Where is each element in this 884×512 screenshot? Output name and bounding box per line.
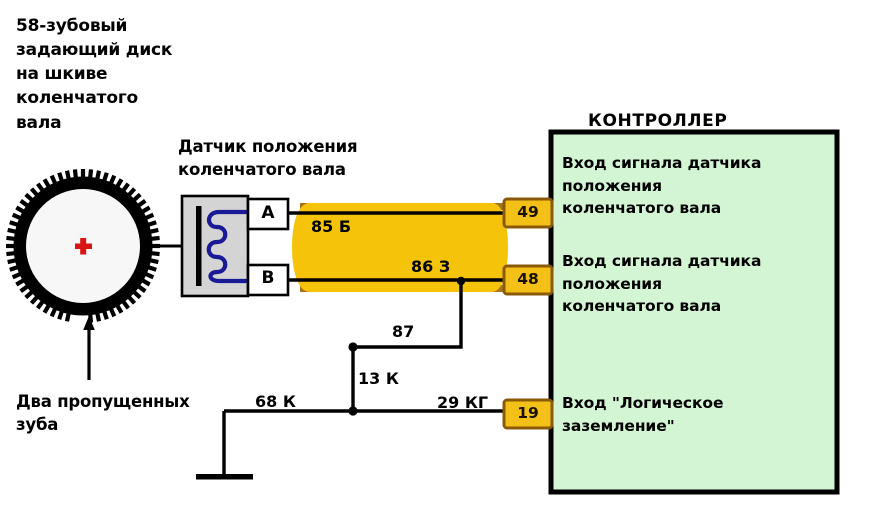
wire-label-29: 29 КГ <box>437 393 489 412</box>
pin-badges <box>502 197 554 430</box>
wiring-harness-sleeve <box>292 203 508 292</box>
pin-number-19[interactable]: 19 <box>517 404 539 422</box>
pin-number-48[interactable]: 48 <box>517 270 539 288</box>
junction-86-87 <box>456 276 466 286</box>
wire-87-path <box>353 281 463 349</box>
toothed-disc-caption: 58-зубовый задающий диск на шкиве коленч… <box>16 16 173 133</box>
chassis-ground-icon <box>196 474 253 480</box>
pin-badge-19[interactable] <box>502 398 554 430</box>
controller-title: КОНТРОЛЛЕР <box>588 111 728 131</box>
wire-label-85: 85 Б <box>311 217 352 236</box>
sensor-coil <box>206 209 249 284</box>
wire-label-68: 68 К <box>255 392 296 411</box>
crankshaft-position-sensor <box>180 194 290 298</box>
controller-box <box>548 129 840 495</box>
wire-label-87: 87 <box>392 322 415 341</box>
sensor-caption: Датчик положения коленчатого вала <box>178 137 358 179</box>
junction-87-13 <box>348 342 358 352</box>
sensor-core <box>196 206 202 286</box>
pin-badge-48[interactable] <box>502 264 554 296</box>
junction-13-68-29 <box>348 406 358 416</box>
wire-network <box>222 211 504 476</box>
harness-tube <box>292 203 508 292</box>
wire-label-13: 13 К <box>358 369 399 388</box>
wire-label-86: 86 З <box>411 257 451 276</box>
missing-teeth-caption: Два пропущенных зуба <box>16 392 190 435</box>
wire-junctions <box>348 276 466 416</box>
terminal-a-box <box>246 197 290 231</box>
pin-badge-49[interactable] <box>502 197 554 229</box>
missing-teeth-arrow <box>83 316 95 380</box>
pin-number-49[interactable]: 49 <box>517 203 539 221</box>
controller-pin-19-description: Вход "Логическое заземление" <box>562 394 724 435</box>
controller-pin-49-description: Вход сигнала датчика положения коленчато… <box>562 154 762 218</box>
controller-pin-48-description: Вход сигнала датчика положения коленчато… <box>562 252 762 316</box>
wheel-center-mark <box>75 238 92 255</box>
terminal-a-label: A <box>261 203 275 223</box>
toothed-wheel <box>6 169 160 323</box>
terminal-b-label: B <box>261 268 275 288</box>
